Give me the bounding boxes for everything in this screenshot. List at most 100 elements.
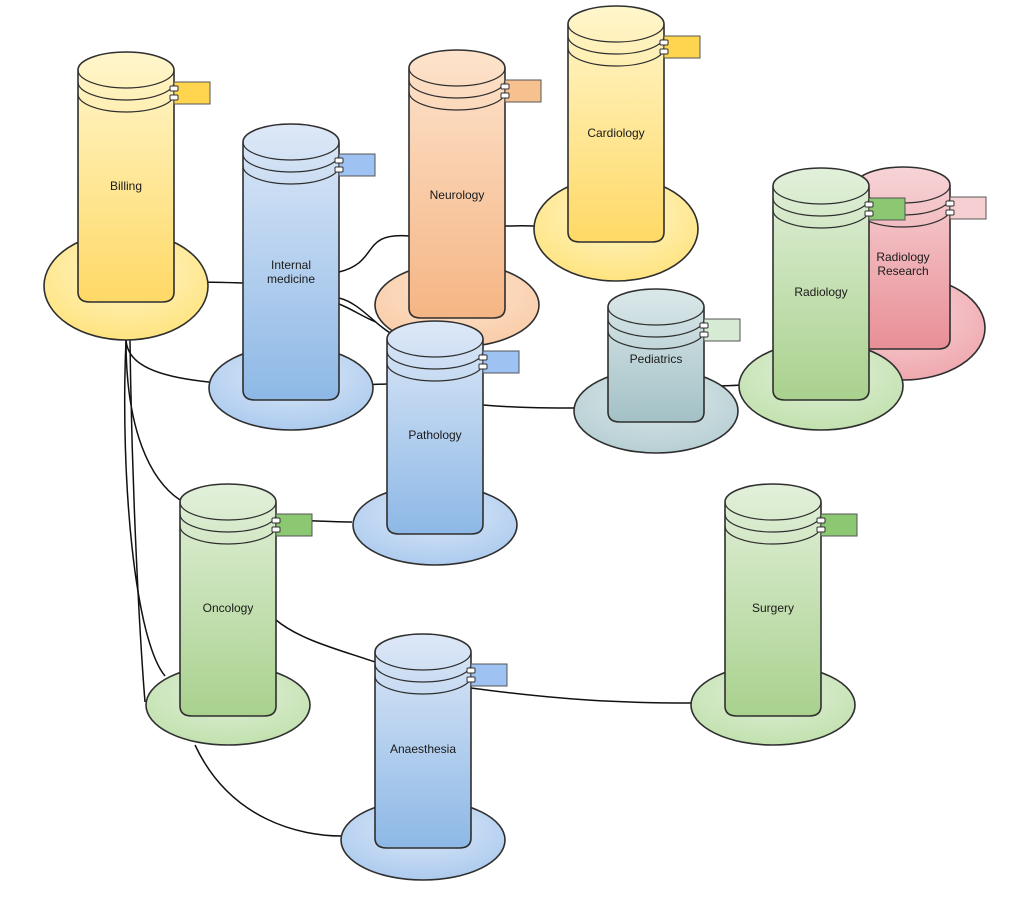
radiology-label: Radiology: [794, 285, 847, 299]
edge-internal-medicine-to-neurology: [338, 234, 410, 273]
node-billing[interactable]: Billing: [43, 51, 211, 341]
internal-medicine-port-icon: [334, 157, 344, 164]
internal-medicine-tag-icon: [338, 153, 376, 177]
surgery-band-1: [724, 513, 822, 533]
radiology-band-2: [772, 209, 870, 229]
internal-medicine-port-icon: [334, 166, 344, 173]
node-pathology[interactable]: Pathology: [352, 320, 520, 566]
pathology-tag-icon: [482, 350, 520, 374]
pathology-label: Pathology: [408, 428, 461, 442]
internal-medicine-band-0: [242, 141, 340, 161]
cardiology-band-2: [567, 47, 665, 67]
surgery-port-icon: [816, 526, 826, 533]
anaesthesia-band-2: [374, 675, 472, 695]
oncology-band-0: [179, 501, 277, 521]
pathology-band-0: [386, 338, 484, 358]
pathology-port-icon: [478, 363, 488, 370]
anaesthesia-tag-icon: [470, 663, 508, 687]
billing-port-icon: [169, 94, 179, 101]
internal-medicine-band-1: [242, 153, 340, 173]
billing-port-icon: [169, 85, 179, 92]
edge-anaesthesia-to-surgery: [470, 687, 692, 704]
cardiology-tag-icon: [663, 35, 701, 59]
radiology-tag-icon: [868, 197, 906, 221]
billing-band-2: [77, 93, 175, 113]
radiology-cylinder: [772, 167, 870, 401]
surgery-band-0: [724, 501, 822, 521]
billing-tag-icon: [173, 81, 211, 105]
oncology-label: Oncology: [203, 601, 254, 615]
surgery-tag-icon: [820, 513, 858, 537]
node-anaesthesia[interactable]: Anaesthesia: [340, 633, 508, 881]
pediatrics-label: Pediatrics: [630, 352, 683, 366]
node-pediatrics[interactable]: Pediatrics: [573, 288, 741, 454]
cardiology-port-icon: [659, 39, 669, 46]
anaesthesia-cylinder: [374, 633, 472, 849]
pathology-band-2: [386, 362, 484, 382]
pediatrics-band-0: [607, 306, 705, 326]
edge-billing-to-oncology: [125, 339, 181, 501]
anaesthesia-band-1: [374, 663, 472, 683]
internal-medicine-band-2: [242, 165, 340, 185]
oncology-tag-icon: [275, 513, 313, 537]
edge-internal-medicine-to-pathology: [338, 297, 393, 335]
radiology-band-1: [772, 197, 870, 217]
radiology-port-icon: [864, 201, 874, 208]
radiology-research-port-icon: [945, 200, 955, 207]
pediatrics-tag-icon: [703, 318, 741, 342]
surgery-port-icon: [816, 517, 826, 524]
neurology-cylinder: [408, 49, 506, 319]
pathology-port-icon: [478, 354, 488, 361]
oncology-band-1: [179, 513, 277, 533]
pediatrics-band-1: [607, 318, 705, 338]
billing-band-0: [77, 69, 175, 89]
anaesthesia-port-icon: [466, 667, 476, 674]
surgery-band-2: [724, 525, 822, 545]
pathology-cylinder: [386, 320, 484, 535]
pathology-band-1: [386, 350, 484, 370]
billing-cylinder: [77, 51, 175, 303]
radiology-research-port-icon: [945, 209, 955, 216]
pediatrics-port-icon: [699, 322, 709, 329]
edge-extra-2: [338, 303, 377, 323]
neurology-band-2: [408, 91, 506, 111]
neurology-port-icon: [500, 83, 510, 90]
edge-extra-1: [194, 744, 343, 837]
neurology-tag-icon: [504, 79, 542, 103]
cardiology-cylinder: [567, 5, 665, 243]
radiology-band-0: [772, 185, 870, 205]
pediatrics-band-2: [607, 330, 705, 350]
cardiology-band-1: [567, 35, 665, 55]
surgery-cylinder: [724, 483, 822, 717]
node-oncology[interactable]: Oncology: [145, 483, 313, 746]
radiology-research-tag-icon: [949, 196, 987, 220]
anaesthesia-band-0: [374, 651, 472, 671]
oncology-band-2: [179, 525, 277, 545]
neurology-port-icon: [500, 92, 510, 99]
internal-medicine-cylinder: [242, 123, 340, 401]
cardiology-band-0: [567, 23, 665, 43]
edge-pathology-to-pediatrics: [482, 404, 579, 409]
node-cardiology[interactable]: Cardiology: [533, 5, 701, 282]
edge-extra-0: [129, 339, 146, 703]
surgery-label: Surgery: [752, 601, 794, 615]
node-radiology[interactable]: Radiology: [738, 167, 906, 431]
neurology-band-1: [408, 79, 506, 99]
neurology-label: Neurology: [430, 188, 485, 202]
oncology-port-icon: [271, 517, 281, 524]
oncology-port-icon: [271, 526, 281, 533]
radiology-port-icon: [864, 210, 874, 217]
node-surgery[interactable]: Surgery: [690, 483, 858, 746]
edge-oncology-to-anaesthesia: [275, 619, 376, 663]
edge-billing-to-anaesthesia: [123, 339, 166, 677]
billing-label: Billing: [110, 179, 142, 193]
billing-band-1: [77, 81, 175, 101]
cardiology-label: Cardiology: [587, 126, 644, 140]
pediatrics-port-icon: [699, 331, 709, 338]
node-neurology[interactable]: Neurology: [374, 49, 542, 348]
cardiology-port-icon: [659, 48, 669, 55]
